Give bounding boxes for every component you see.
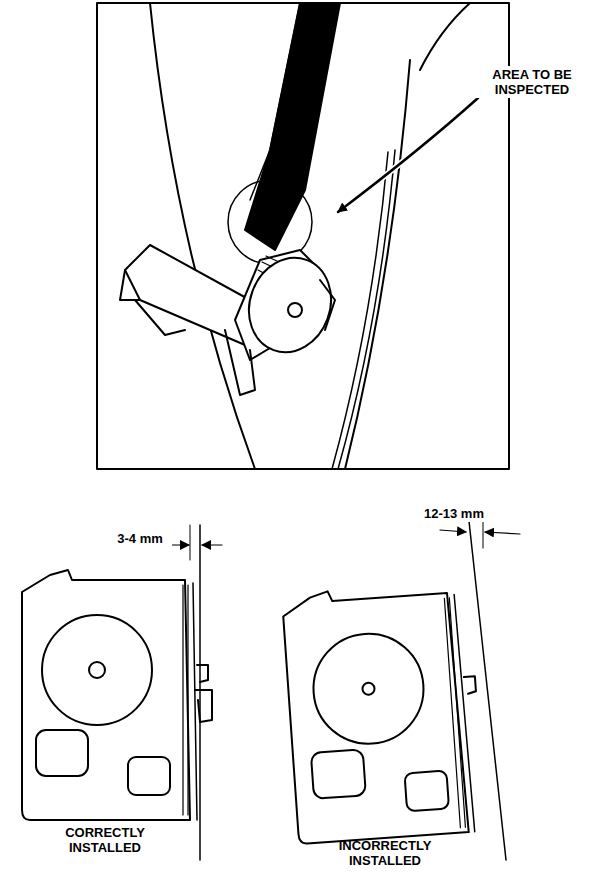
dimension-label: 3-4 mm <box>108 530 172 547</box>
dimension-label: 12-13 mm <box>420 505 488 522</box>
installation-caption: CORRECTLY INSTALLED <box>40 825 170 855</box>
area-callout: AREA TO BE INSPECTED <box>470 66 594 98</box>
retractor-correct <box>22 525 222 860</box>
retractor-incorrect <box>282 582 486 844</box>
view-frame <box>97 3 509 469</box>
installation-caption: INCORRECTLY INSTALLED <box>315 838 455 868</box>
